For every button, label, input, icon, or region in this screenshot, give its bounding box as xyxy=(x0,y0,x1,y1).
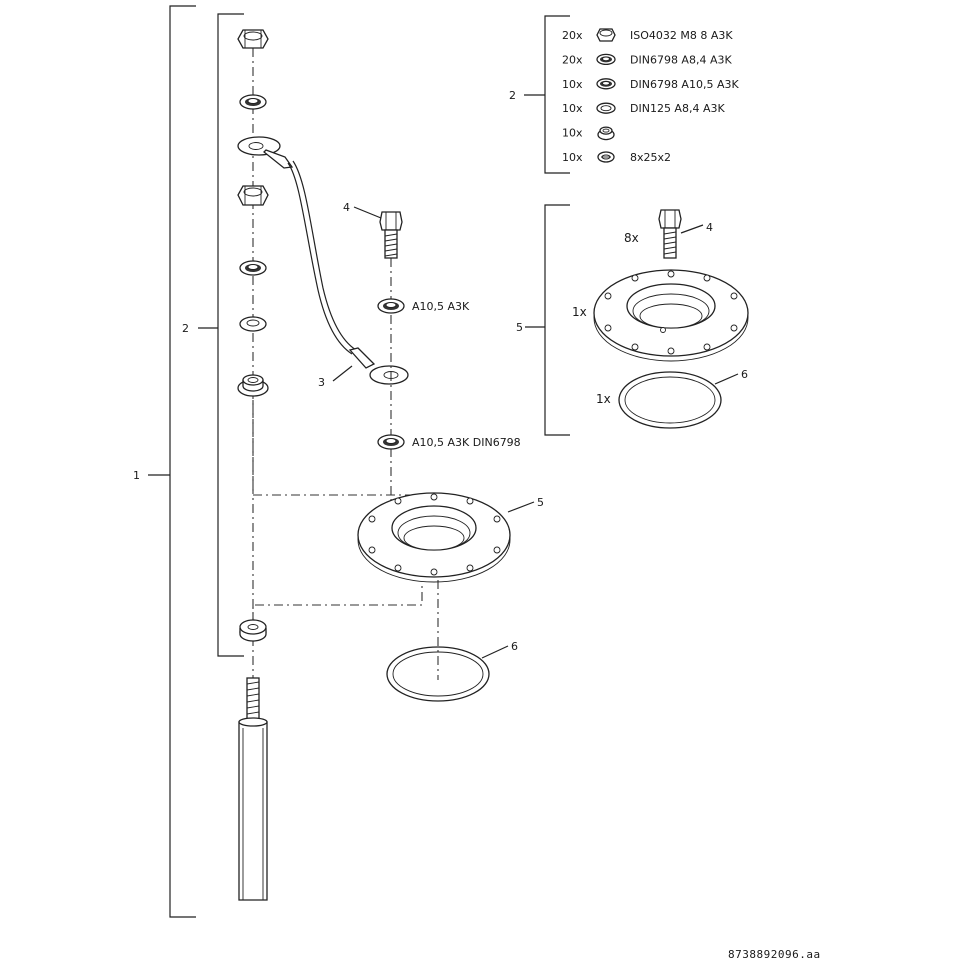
hardware-list-row: 10x 8x25x2 xyxy=(562,151,671,164)
lock-washer-icon xyxy=(596,53,616,66)
kit-bolt-qty: 8x xyxy=(624,231,639,245)
callout-2-list: 2 xyxy=(509,89,516,102)
hardware-spec: DIN125 A8,4 A3K xyxy=(630,102,725,115)
callout-4-main: 4 xyxy=(343,201,350,214)
hex-nut-top xyxy=(237,29,269,49)
hardware-qty: 10x xyxy=(562,102,583,115)
bolt-main: 4 xyxy=(343,201,403,259)
washer-label-lower: A10,5 A3K DIN6798 xyxy=(412,436,521,449)
hex-nut-middle xyxy=(237,185,269,206)
hardware-spec: DIN6798 A10,5 A3K xyxy=(630,78,739,91)
bolt-washer-upper: A10,5 A3K xyxy=(377,298,470,314)
kit-flange: 1x xyxy=(572,269,749,362)
collar-washer-icon xyxy=(597,126,615,141)
flange-main: 5 xyxy=(357,492,544,583)
hardware-list-row: 10x xyxy=(562,126,615,141)
kit-gasket-qty: 1x xyxy=(596,392,611,406)
kit-bracket: 5 xyxy=(516,204,570,436)
hex-nut-icon xyxy=(596,28,616,42)
gasket-main: 6 xyxy=(386,640,518,702)
callout-5-main: 5 xyxy=(537,496,544,509)
callout-4-kit: 4 xyxy=(706,221,713,234)
bolt-washer-lower: A10,5 A3K DIN6798 xyxy=(377,434,521,450)
hardware-list-row: 10x DIN125 A8,4 A3K xyxy=(562,102,725,115)
routing-line-lower xyxy=(252,582,423,622)
hardware-qty: 20x xyxy=(562,53,583,66)
heating-rod xyxy=(238,717,268,901)
washer-icon xyxy=(597,151,615,163)
document-number: 8738892096.aa xyxy=(728,948,821,961)
hardware-qty: 10x xyxy=(562,127,583,140)
hardware-spec: ISO4032 M8 8 A3K xyxy=(630,29,733,42)
hardware-spec: 8x25x2 xyxy=(630,151,671,164)
flat-washer xyxy=(239,316,267,332)
bottom-washer xyxy=(239,619,267,642)
bracket-2: 2 xyxy=(182,13,244,657)
lock-washer-1 xyxy=(239,94,267,110)
hardware-list-row: 20x ISO4032 M8 8 A3K xyxy=(562,28,733,42)
callout-2-left: 2 xyxy=(182,322,189,335)
threaded-stud xyxy=(246,677,260,723)
kit-flange-qty: 1x xyxy=(572,305,587,319)
callout-1: 1 xyxy=(133,469,140,482)
callout-6-kit: 6 xyxy=(741,368,748,381)
grounding-cable: 3 xyxy=(237,136,409,389)
hardware-qty: 20x xyxy=(562,29,583,42)
washer-label-upper: A10,5 A3K xyxy=(412,300,470,313)
kit-gasket: 6 1x xyxy=(596,368,748,429)
hardware-qty: 10x xyxy=(562,78,583,91)
callout-3: 3 xyxy=(318,376,325,389)
flat-washer-icon xyxy=(596,102,616,114)
hardware-list-row: 20x DIN6798 A8,4 A3K xyxy=(562,53,732,66)
callout-6-main: 6 xyxy=(511,640,518,653)
kit-bolt: 4 8x xyxy=(624,209,713,259)
lock-washer-2 xyxy=(239,260,267,276)
bracket-1: 1 xyxy=(133,5,196,918)
hardware-list-bracket: 2 xyxy=(509,15,570,174)
lock-washer-icon xyxy=(596,78,616,90)
hardware-qty: 10x xyxy=(562,151,583,164)
hardware-spec: DIN6798 A8,4 A3K xyxy=(630,53,732,66)
hardware-list-row: 10x DIN6798 A10,5 A3K xyxy=(562,78,739,91)
callout-5-kit: 5 xyxy=(516,321,523,334)
collar-washer xyxy=(237,374,269,397)
